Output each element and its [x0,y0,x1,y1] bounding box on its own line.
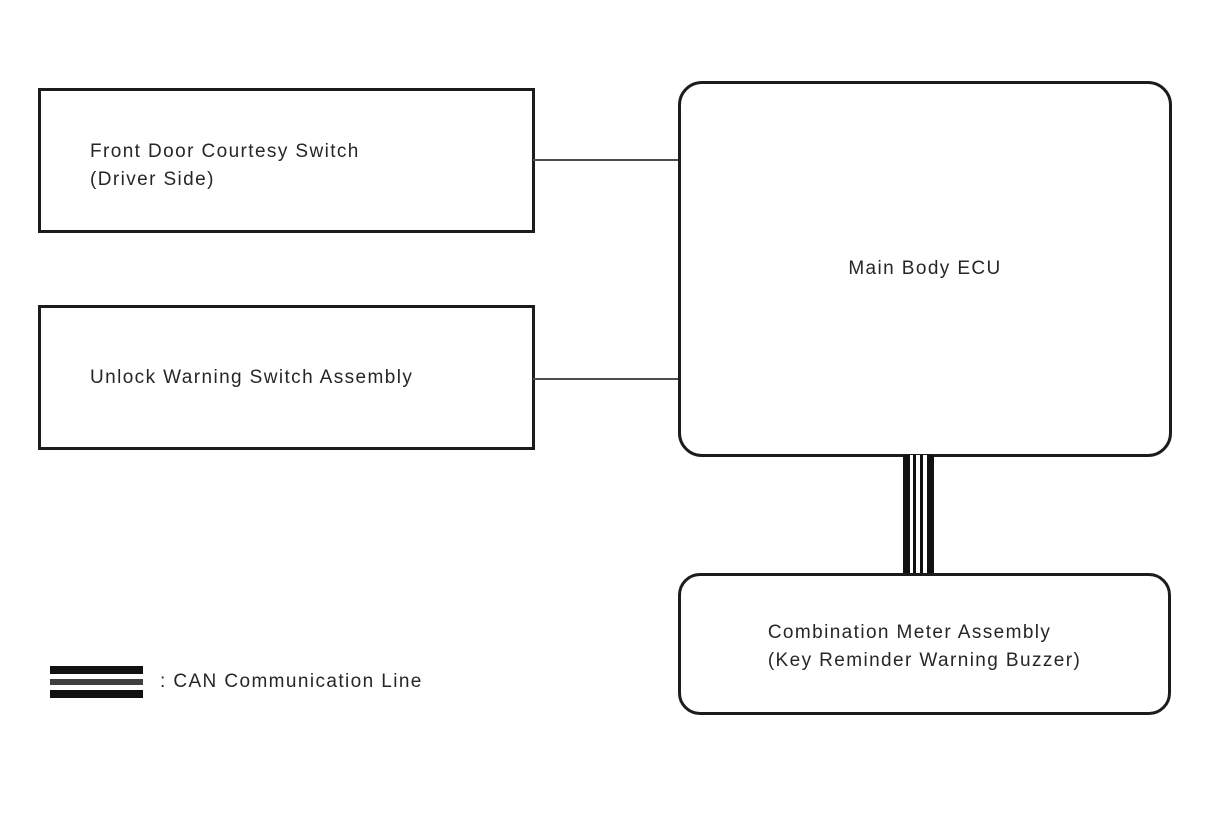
can-communication-line [903,455,934,575]
legend-label: : CAN Communication Line [160,671,423,692]
node-label: Combination Meter Assembly (Key Reminder… [768,619,1081,675]
node-label-line1: Unlock Warning Switch Assembly [90,366,414,388]
node-label: Front Door Courtesy Switch (Driver Side) [90,138,522,194]
node-label-line2: (Key Reminder Warning Buzzer) [767,650,1082,671]
can-line-legend-icon [50,666,143,698]
node-label-line2: (Driver Side) [90,168,215,190]
legend: : CAN Communication Line [50,666,423,698]
node-front-door-courtesy-switch: Front Door Courtesy Switch (Driver Side) [38,88,535,233]
node-main-body-ecu: Main Body ECU [678,81,1172,457]
node-label: Unlock Warning Switch Assembly [90,364,522,392]
wire-unlock-switch-to-ecu [533,378,679,380]
node-label-line1: Front Door Courtesy Switch [90,140,360,162]
node-combination-meter-assembly: Combination Meter Assembly (Key Reminder… [678,573,1171,715]
node-unlock-warning-switch-assembly: Unlock Warning Switch Assembly [38,305,535,450]
node-label-line1: Combination Meter Assembly [767,622,1052,643]
wire-front-door-to-ecu [533,159,679,161]
node-label: Main Body ECU [848,258,1002,279]
